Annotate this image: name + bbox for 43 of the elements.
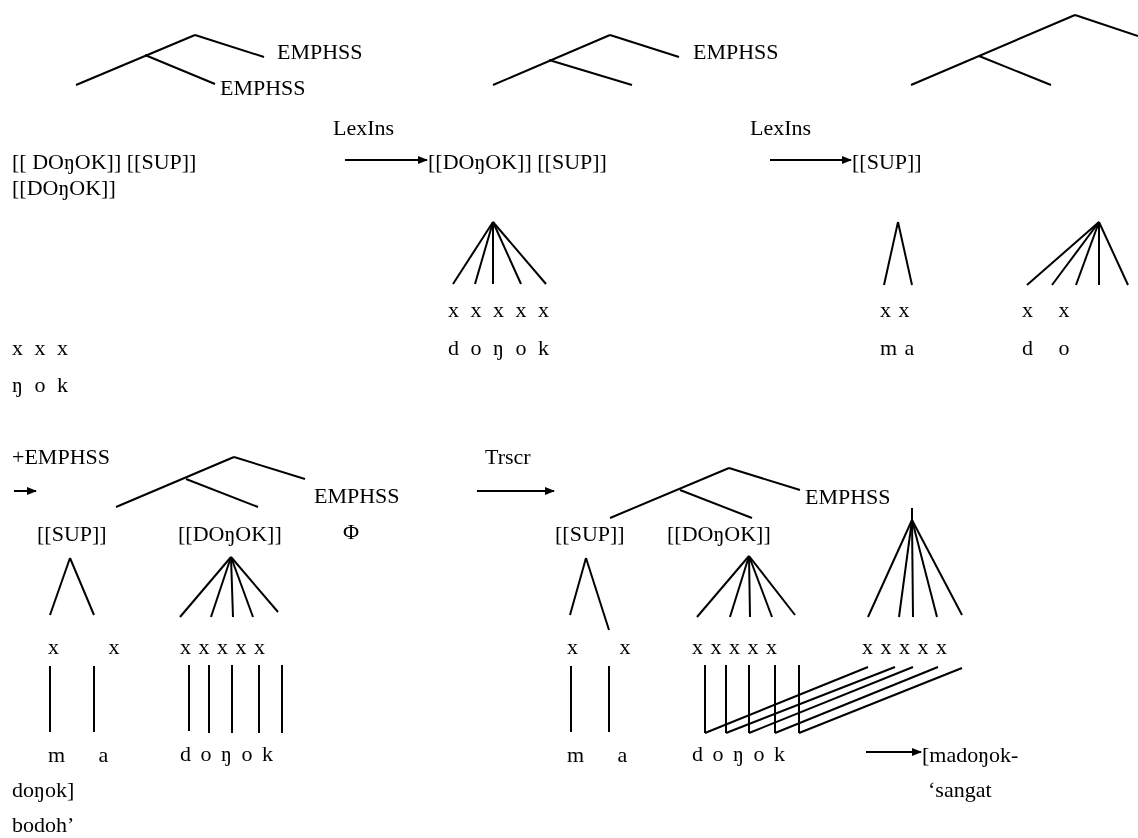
bracket-expression: [[SUP]] (37, 521, 107, 547)
bracket-expression: [[SUP]] (555, 521, 625, 547)
segment-string: d o (1022, 335, 1080, 361)
timing-slots: x x (48, 634, 142, 660)
edge-label: LexIns (333, 115, 395, 141)
arrow (865, 748, 922, 756)
bracket-expression: [[DOŋOK]] (178, 521, 282, 547)
arrow (476, 487, 555, 495)
arrow (344, 156, 428, 164)
timing-slots: x x x x x (692, 634, 778, 660)
timing-slots: x x (1022, 297, 1080, 323)
bracket-expression: [[SUP]] (852, 149, 922, 175)
segment-string: m a (48, 742, 123, 768)
bracket-expression: [[DOŋOK]] (667, 521, 771, 547)
bracket-expression: [[DOŋOK]] [[SUP]] (428, 149, 607, 175)
arrow (769, 156, 852, 164)
edge-label: LexIns (750, 115, 812, 141)
timing-slots: x x x x x (448, 297, 552, 323)
segment-string: m a (567, 742, 642, 768)
gloss-text: doŋok] (12, 777, 75, 803)
gloss-text: ‘sangat (928, 777, 992, 803)
segment-string: m a (880, 335, 916, 361)
segment-string: d o ŋ o k (180, 741, 275, 767)
category-label: EMPHSS (277, 39, 363, 65)
bracket-expression: [[ DOŋOK]] [[SUP]] [[DOŋOK]] (12, 149, 302, 201)
edge-label: +EMPHSS (12, 444, 110, 470)
timing-slots: x x (567, 634, 649, 660)
arrow (13, 487, 37, 495)
category-label: EMPHSS (220, 75, 306, 101)
timing-slots: x x x (12, 335, 71, 361)
gloss-text: bodoh’ (12, 812, 75, 838)
timing-slots: x x x x x (180, 634, 266, 660)
segment-string: d o ŋ o k (448, 335, 552, 361)
gloss-text: [madoŋok- (922, 742, 1019, 768)
category-label: EMPHSS (314, 483, 400, 509)
edge-label: Trscr (485, 444, 531, 470)
segment-string: d o ŋ o k (692, 741, 787, 767)
segment-string: ŋ o k (12, 372, 71, 398)
timing-slots: x x x x x (862, 634, 948, 660)
category-label: EMPHSS (805, 484, 891, 510)
category-label: EMPHSS (693, 39, 779, 65)
timing-slots: x x (880, 297, 911, 323)
phi-symbol: Φ (343, 519, 360, 545)
